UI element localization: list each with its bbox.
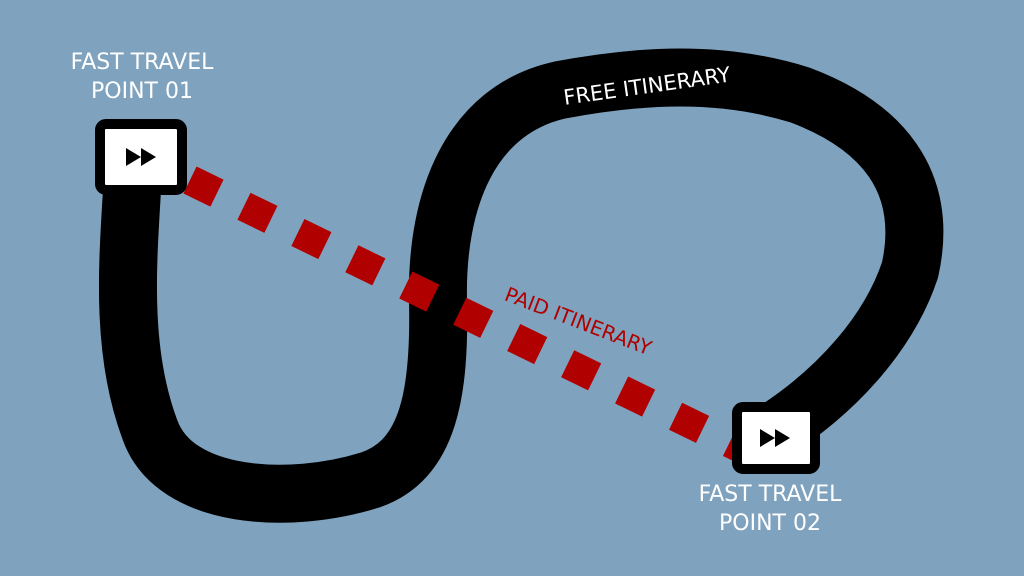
fast-forward-icon <box>760 429 790 447</box>
free-itinerary-path <box>98 48 944 523</box>
fast-travel-point-02-label: FAST TRAVEL POINT 02 <box>680 480 860 538</box>
point-02-line2: POINT 02 <box>719 511 821 536</box>
fast-travel-node-01[interactable] <box>95 119 187 195</box>
point-01-line2: POINT 01 <box>91 79 193 104</box>
paid-itinerary-path <box>183 166 752 464</box>
fast-travel-point-01-label: FAST TRAVEL POINT 01 <box>52 48 232 106</box>
fast-forward-icon <box>126 148 156 166</box>
fast-travel-node-02[interactable] <box>732 402 820 474</box>
point-01-line1: FAST TRAVEL <box>70 50 214 75</box>
point-02-line1: FAST TRAVEL <box>698 482 842 507</box>
